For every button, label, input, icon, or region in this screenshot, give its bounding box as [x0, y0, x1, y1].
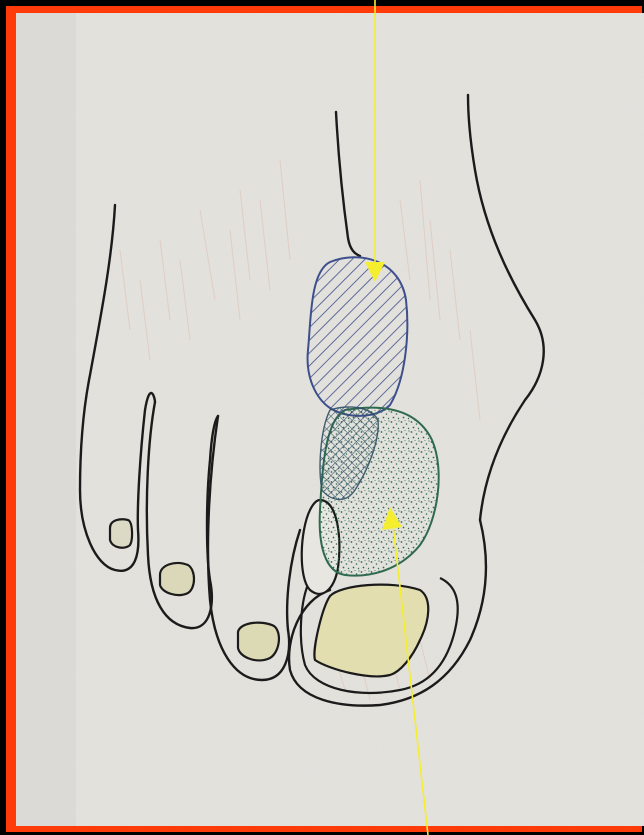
- fourth-toe-nail: [160, 563, 194, 595]
- fifth-toe-nail: [110, 519, 132, 547]
- third-toe-nail: [238, 623, 279, 661]
- upper-region-hatched: [308, 257, 408, 416]
- paper-shading: [16, 13, 76, 826]
